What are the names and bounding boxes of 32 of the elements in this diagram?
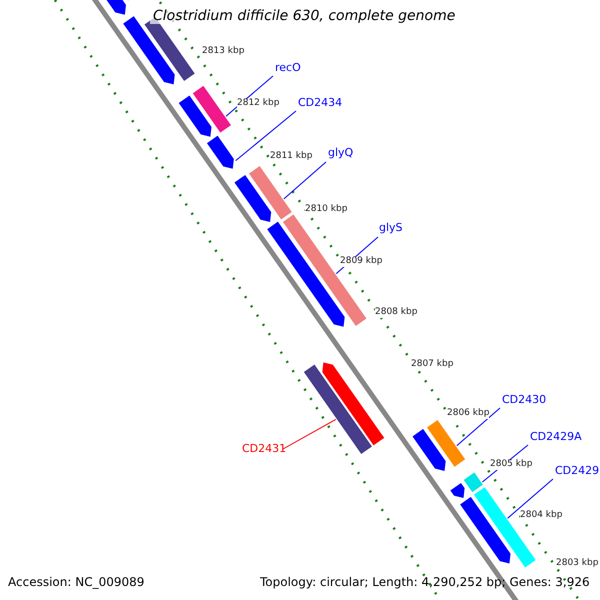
leader-line bbox=[282, 418, 337, 450]
gene-label: CD2434 bbox=[298, 97, 342, 110]
gene-label: glyQ bbox=[328, 147, 354, 160]
gene-bar bbox=[248, 164, 294, 221]
scale-label: 2804 kbp bbox=[520, 511, 562, 521]
leader-line bbox=[235, 110, 296, 162]
info-text: Accession: NC_009089 bbox=[8, 576, 144, 590]
gene-bar bbox=[462, 471, 484, 494]
gene-bar bbox=[426, 418, 466, 468]
gene-label: recO bbox=[275, 62, 301, 74]
scale-label: 2813 kbp bbox=[202, 47, 244, 57]
scale-label: 2809 kbp bbox=[340, 257, 382, 267]
scale-label: 2811 kbp bbox=[270, 152, 312, 162]
scale-label: 2805 kbp bbox=[490, 460, 532, 470]
gene-bar bbox=[282, 213, 368, 328]
scale-label: 2807 kbp bbox=[411, 360, 454, 370]
scale-label: 2803 kbp bbox=[556, 559, 598, 569]
gene-bar bbox=[302, 363, 374, 456]
scale-label: 2810 kbp bbox=[305, 205, 348, 215]
gene-label: CD2429 bbox=[555, 465, 600, 478]
gene-label: CD2429A bbox=[530, 431, 582, 444]
gene-bar bbox=[191, 84, 232, 134]
leader-line bbox=[506, 478, 554, 520]
leader-line bbox=[282, 162, 326, 200]
gene-label: CD2431 bbox=[242, 443, 286, 456]
scale-label: 2812 kbp bbox=[237, 99, 280, 109]
leader-line bbox=[456, 408, 500, 447]
gene-label: glyS bbox=[379, 222, 403, 234]
gene-feature bbox=[206, 134, 235, 170]
scale-label: 2808 kbp bbox=[375, 308, 418, 318]
scale-label: 2806 kbp bbox=[447, 409, 490, 419]
gene-label: CD2430 bbox=[502, 394, 546, 406]
